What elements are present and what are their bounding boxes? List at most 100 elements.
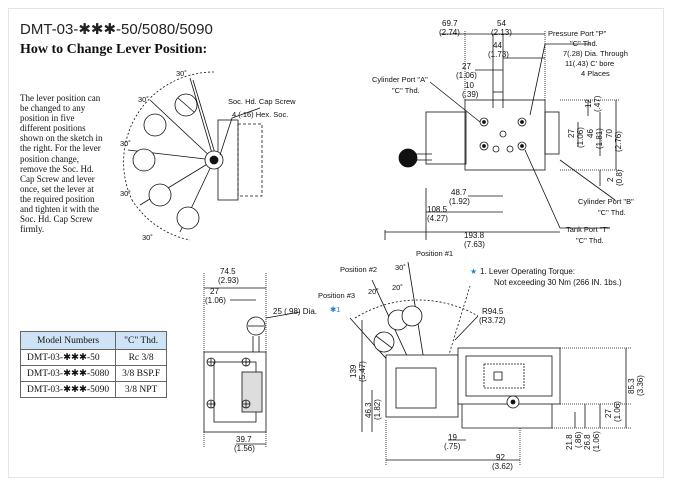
- dim-v3-36: (3.36): [636, 375, 645, 396]
- instruction-line: shown on the sketch in: [20, 133, 103, 144]
- dim-2-93: (2.93): [218, 276, 239, 285]
- cylinder-port-a-label: Cylinder Port "A": [372, 75, 428, 84]
- dim-4-27: (4.27): [427, 214, 448, 223]
- model-number-cell: DMT-03-✱✱✱-5090: [19, 381, 117, 398]
- dim-193-8: 193.8: [464, 231, 485, 240]
- instruction-line: Cap Screw and lever: [20, 173, 95, 184]
- instruction-line: position change,: [20, 153, 79, 164]
- dim-v2: 2: [606, 177, 615, 182]
- model-table-header: Model Numbers "C" Thd.: [19, 331, 168, 350]
- tank-thread-label: "C" Thd.: [576, 236, 604, 245]
- section-title: How to Change Lever Position:: [20, 42, 208, 57]
- dim-1-06: (1.06): [456, 71, 477, 80]
- angle-label: 30˚: [176, 69, 187, 78]
- dim-v1-06b-front: (1.06): [613, 401, 622, 422]
- dim-v1-06-front: (1.06): [592, 431, 601, 452]
- position-3-label: Position #3: [318, 291, 355, 300]
- dim-v0-47: (.47): [593, 95, 602, 112]
- dim-54: 54: [497, 19, 506, 28]
- position-2-label: Position #2: [340, 265, 377, 274]
- dim-v46-3: 46.3: [364, 402, 373, 418]
- pressure-thread-label: "C" Thd.: [570, 39, 598, 48]
- lever-instructions: The lever position can be changed to any…: [20, 93, 120, 234]
- thread-cell: 3/8 NPT: [115, 381, 168, 398]
- torque-reference-mark: ✱1: [330, 305, 340, 314]
- screw-size-label: 4 (.16) Hex. Soc.: [232, 110, 288, 119]
- dim-v46: 46: [586, 129, 595, 138]
- instruction-line: different positions: [20, 123, 86, 134]
- dim-0-39: (.39): [462, 90, 479, 99]
- model-table: Model Numbers "C" Thd. DMT-03-✱✱✱-50 Rc …: [19, 331, 168, 398]
- dim-44: 44: [493, 41, 502, 50]
- valve-top-view: [384, 30, 620, 240]
- dim-lever-diameter: 25 (.98) Dia.: [273, 307, 317, 316]
- dim-69-7: 69.7: [442, 19, 458, 28]
- dim-v27: 27: [567, 129, 576, 138]
- thread-header: "C" Thd.: [115, 331, 168, 350]
- dim-1-73: (1.73): [488, 50, 509, 59]
- instruction-line: the required position: [20, 193, 95, 204]
- dim-v1-06: (1.06): [576, 127, 585, 148]
- position-1-label: Position #1: [416, 249, 453, 258]
- counterbore-label: 11(.43) C' bore: [565, 59, 614, 68]
- dim-v139: 139: [349, 364, 358, 378]
- valve-front-view: [349, 261, 632, 466]
- instruction-line: The lever position can: [20, 93, 101, 103]
- torque-note-line-1: 1. Lever Operating Torque:: [480, 267, 575, 276]
- through-hole-label: 7(.28) Dia. Through: [563, 49, 628, 58]
- angle-label: 30˚: [138, 95, 149, 104]
- model-numbers-header: Model Numbers: [19, 331, 117, 350]
- tank-port-label: Tank Port "T": [566, 225, 610, 234]
- instruction-line: and tighten it with the: [20, 204, 99, 215]
- dim-v26-8: 26.8: [583, 434, 592, 450]
- dim-108-5: 108.5: [427, 205, 448, 214]
- page-frame: [8, 8, 664, 478]
- pressure-port-label: Pressure Port "P": [548, 29, 607, 38]
- angle-label: 20˚: [392, 283, 403, 292]
- valve-side-view: [203, 272, 301, 448]
- dim-74-5: 74.5: [220, 267, 236, 276]
- angle-label: 30˚: [120, 139, 131, 148]
- dim-1-06-side: (1.06): [205, 296, 226, 305]
- places-label: 4 Places: [581, 69, 610, 78]
- dim-v21-8: 21.8: [565, 434, 574, 450]
- dim-39-7: 39.7: [236, 435, 252, 444]
- dim-27: 27: [462, 62, 471, 71]
- dim-19: 19: [448, 433, 457, 442]
- dim-2-74: (2.74): [439, 28, 460, 37]
- dim-0-75: (.75): [444, 442, 461, 451]
- dim-3-62: (3.62): [492, 462, 513, 471]
- angle-label: 30˚: [120, 189, 131, 198]
- dim-v12: 12: [584, 99, 593, 108]
- dim-v1-82: (1.82): [373, 399, 382, 420]
- dim-7-63: (7.63): [464, 240, 485, 249]
- instruction-line: once, set the lever at: [20, 183, 94, 194]
- screw-label: Soc. Hd. Cap Screw: [228, 97, 296, 106]
- dim-10: 10: [465, 81, 474, 90]
- dim-v85-3: 85.3: [627, 378, 636, 394]
- dim-r3-72: (R3.72): [479, 316, 506, 325]
- cylinder-a-thread-label: "C" Thd.: [392, 86, 420, 95]
- angle-label: 20˚: [368, 287, 379, 296]
- dim-v2-76: (2.76): [614, 131, 623, 152]
- cylinder-b-thread-label: "C" Thd.: [598, 208, 626, 217]
- instruction-line: firmly.: [20, 224, 45, 235]
- torque-star-icon: ★: [470, 267, 477, 276]
- dim-1-92: (1.92): [449, 197, 470, 206]
- dim-v0-08: (0.8): [615, 169, 624, 186]
- dim-27-side: 27: [210, 287, 219, 296]
- dim-92: 92: [496, 453, 505, 462]
- dim-r94-5: R94.5: [482, 307, 504, 316]
- model-title: DMT-03-✱✱✱-50/5080/5090: [20, 21, 213, 38]
- torque-note-line-2: Not exceeding 30 Nm (266 IN. 1bs.): [494, 278, 622, 287]
- dim-v70: 70: [605, 129, 614, 138]
- dim-48-7: 48.7: [451, 188, 467, 197]
- instruction-line: be changed to any: [20, 103, 86, 114]
- cylinder-port-b-label: Cylinder Port "B": [578, 197, 634, 206]
- dim-1-56: (1.56): [234, 444, 255, 453]
- lever-position-sketch: [123, 71, 263, 241]
- dim-v27-front: 27: [604, 409, 613, 418]
- angle-label: 30˚: [142, 233, 153, 242]
